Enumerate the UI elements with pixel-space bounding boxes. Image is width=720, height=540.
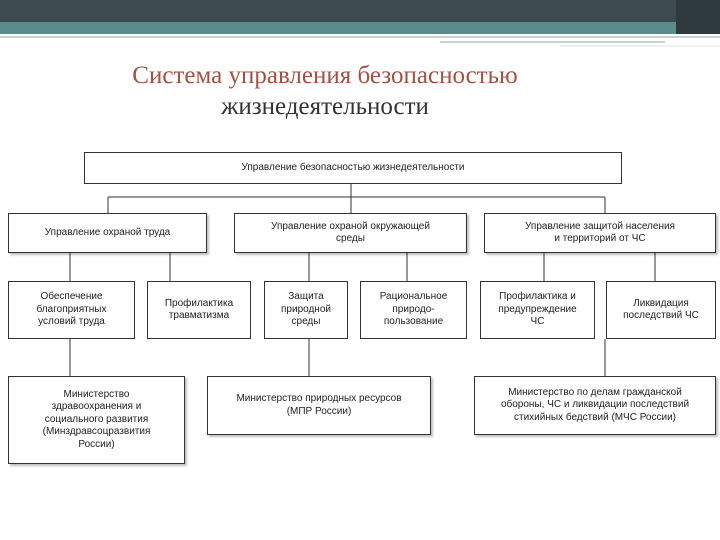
ministry-label: Министерство природных ресурсов (МПР Рос… [236, 393, 402, 417]
child-box: Ликвидация последствий ЧС [606, 281, 716, 339]
ministry-label: Министерство здравоохранения и социально… [42, 388, 151, 450]
branch-label: Управление охраной труда [44, 226, 171, 238]
ministry-box-emergencies: Министерство по делам гражданской оборон… [474, 376, 716, 435]
child-label: Защита природной среды [281, 291, 331, 328]
slide-decoration-lines [0, 36, 720, 47]
branch-box-environment: Управление охраной окружающей среды [234, 213, 467, 253]
child-label: Рациональное природо- пользование [379, 291, 448, 328]
ministry-box-health: Министерство здравоохранения и социально… [8, 376, 185, 464]
slide-header-bar [0, 0, 720, 22]
branch-box-labor: Управление охраной труда [8, 213, 207, 253]
branch-label: Управление охраной окружающей среды [271, 220, 430, 245]
ministry-box-natural-resources: Министерство природных ресурсов (МПР Рос… [207, 376, 431, 435]
child-label: Ликвидация последствий ЧС [623, 297, 699, 322]
child-box: Профилактика и предупреждение ЧС [480, 281, 595, 339]
child-box: Рациональное природо- пользование [360, 281, 467, 339]
root-label: Управление безопасностью жизнедеятельнос… [241, 161, 465, 173]
root-box: Управление безопасностью жизнедеятельнос… [84, 152, 622, 184]
slide-title-line-1: Система управления безопасностью [132, 62, 518, 89]
child-box: Обеспечение благоприятных условий труда [8, 281, 135, 339]
slide-title: Система управления безопасностью жизнеде… [60, 60, 590, 122]
branch-label: Управление защитой населения и территори… [525, 220, 675, 245]
slide-header-accent [0, 22, 720, 34]
slide-title-line-2: жизнедеятельности [221, 93, 429, 120]
child-label: Профилактика травматизма [164, 297, 234, 322]
child-box: Профилактика травматизма [147, 281, 251, 339]
ministry-label: Министерство по делам гражданской оборон… [500, 386, 690, 423]
slide-header-panel [676, 0, 720, 34]
branch-box-emergency: Управление защитой населения и территори… [484, 213, 716, 253]
child-label: Обеспечение благоприятных условий труда [36, 291, 107, 328]
child-label: Профилактика и предупреждение ЧС [498, 291, 577, 328]
child-box: Защита природной среды [264, 281, 348, 339]
